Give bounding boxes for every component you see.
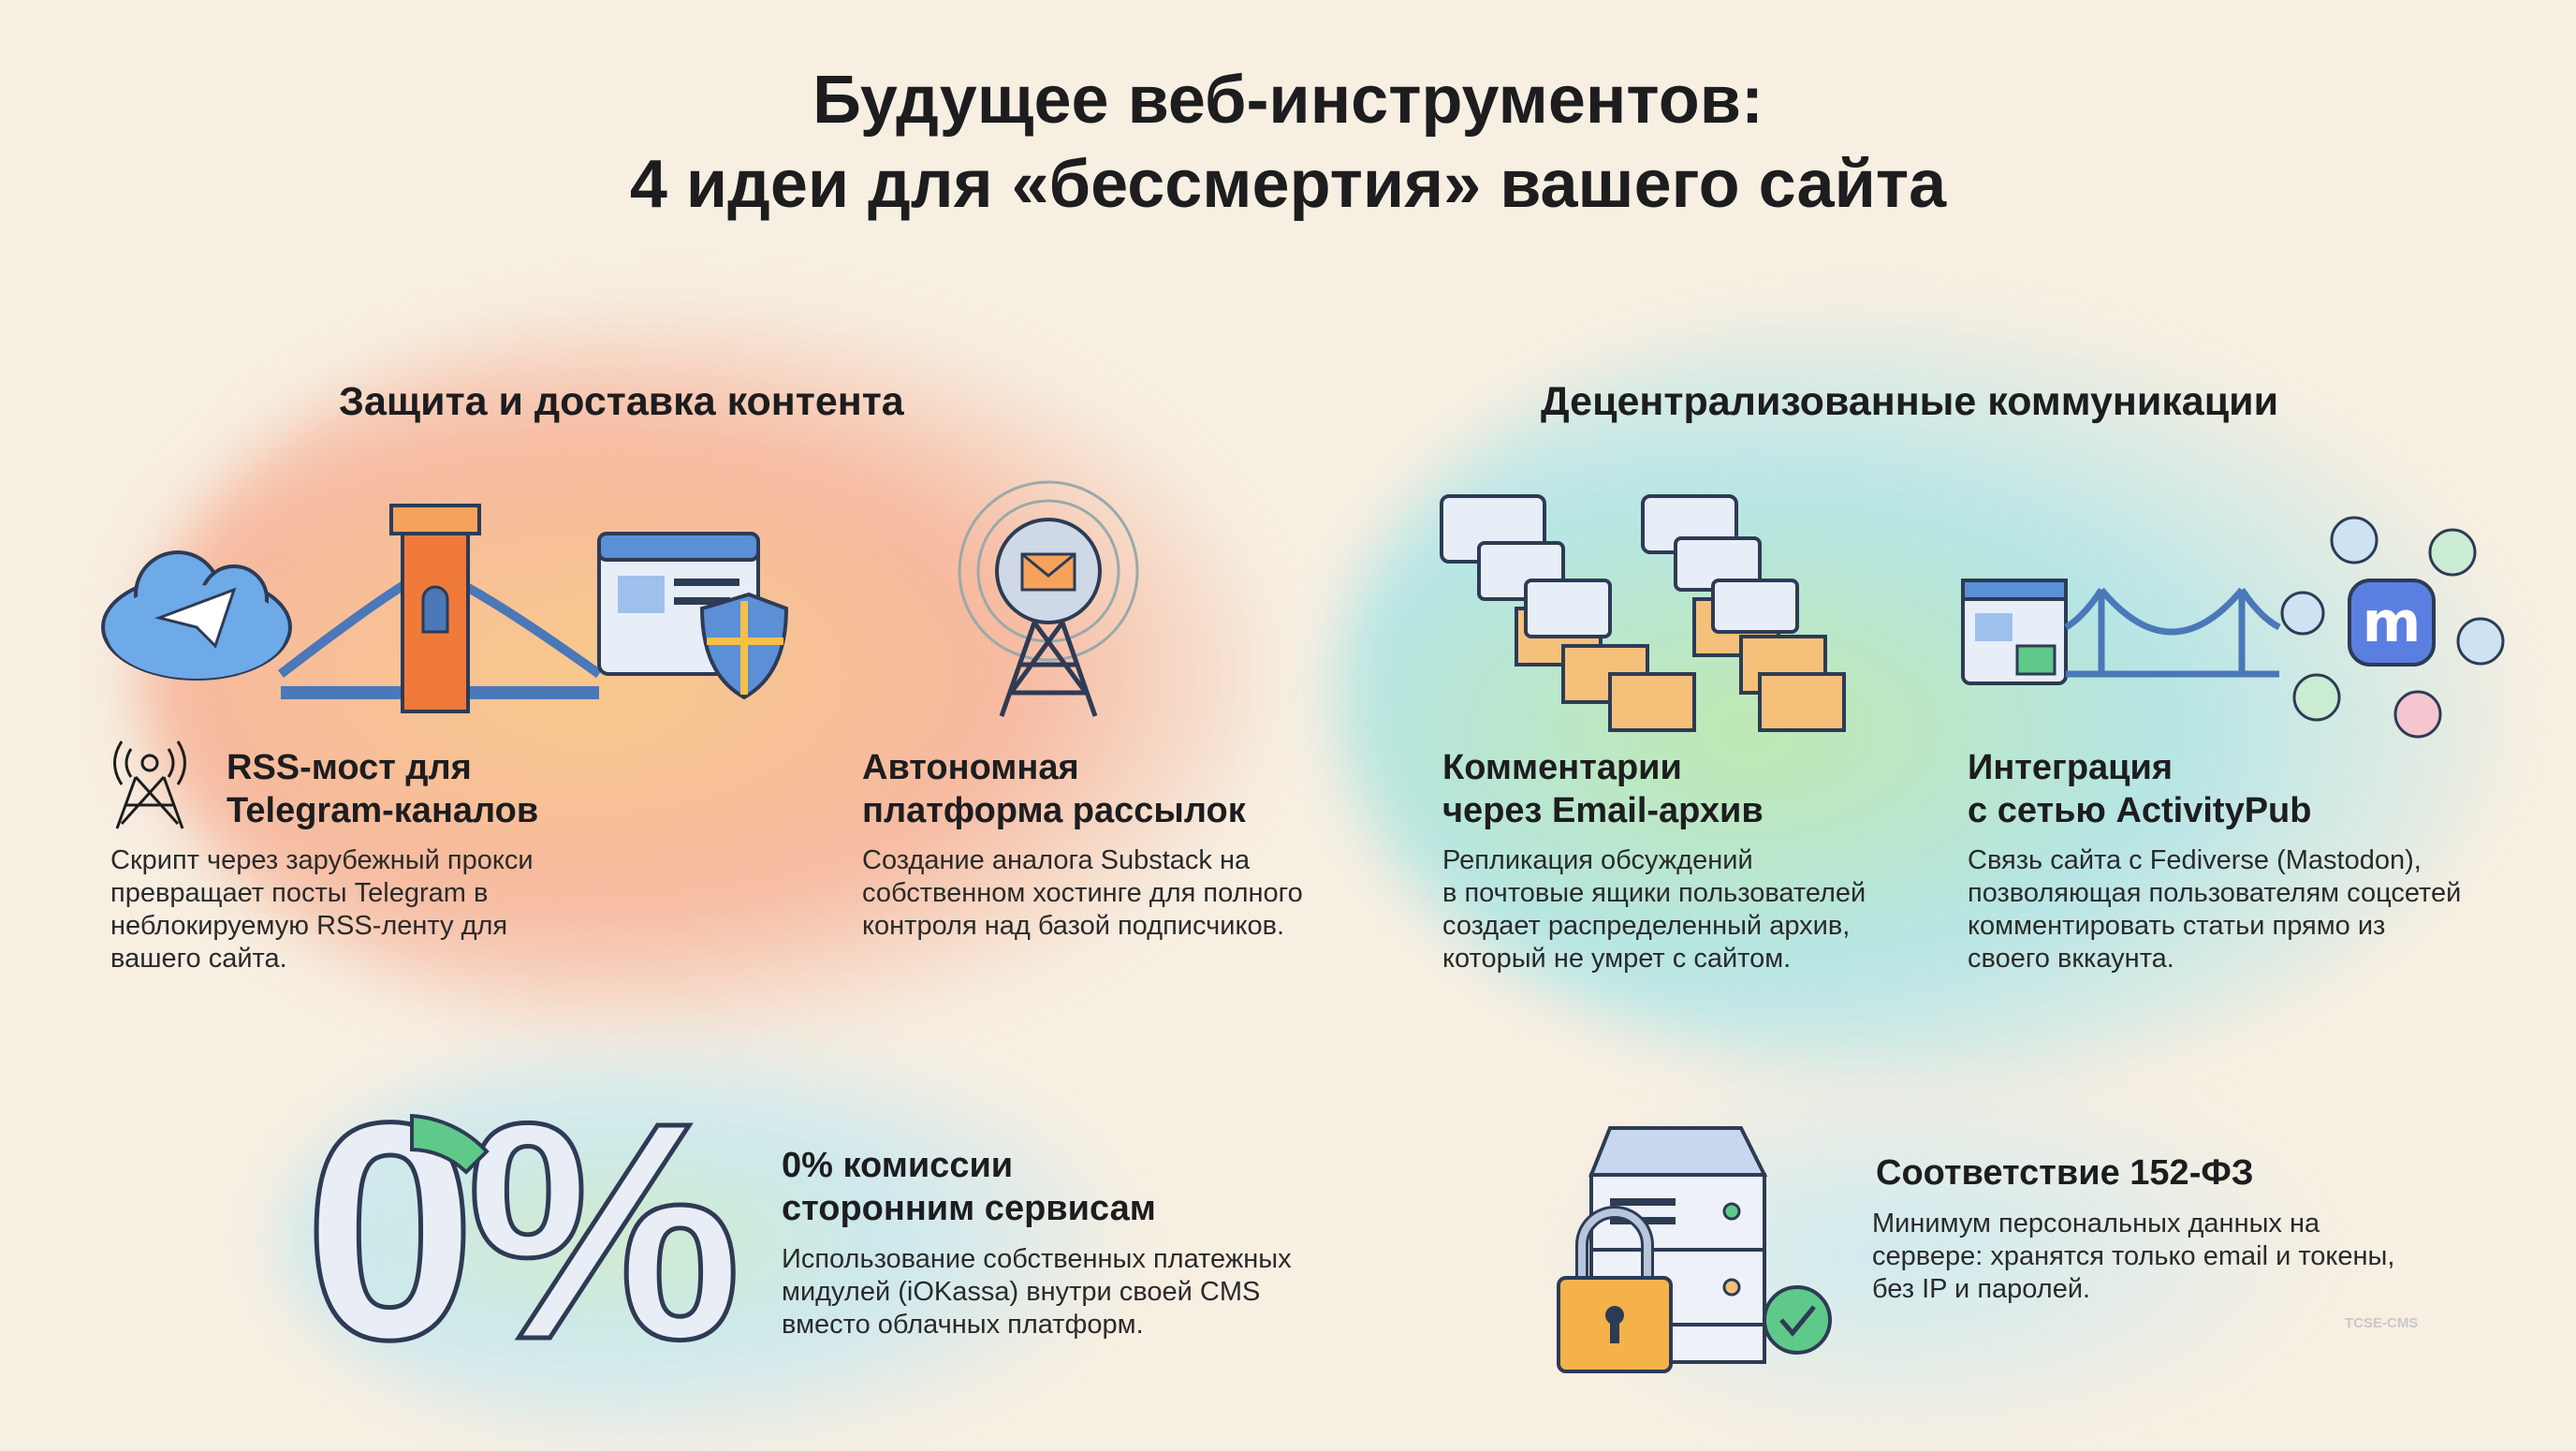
body-line: Связь сайта с Fediverse (Mastodon),	[1968, 845, 2422, 875]
section-heading-left: Защита и доставка контента	[339, 379, 904, 424]
body-line: комментировать статьи прямо из	[1968, 911, 2386, 941]
compliance-title: Соответствие 152-ФЗ	[1876, 1153, 2254, 1193]
card-title-line: 0% комиссии	[782, 1146, 1014, 1185]
body-line: вашего сайта.	[110, 944, 287, 974]
mail-tower-illustration	[958, 480, 1139, 717]
body-line: без IP и паролей.	[1872, 1274, 2091, 1304]
body-line: Репликация обсуждений	[1442, 845, 1753, 875]
cloud-telegram-icon	[101, 550, 292, 681]
card-title-line: Автономная	[862, 748, 1079, 787]
compliance-body: Минимум персональных данных на сервере: х…	[1872, 1208, 2394, 1306]
card-title-line: Telegram-каналов	[227, 791, 539, 830]
svg-text:m: m	[2363, 590, 2422, 655]
card-title-line: платформа рассылок	[862, 791, 1246, 830]
zero-percent-slice	[410, 1113, 490, 1175]
antenna-icon	[113, 740, 186, 829]
card-title-email-archive: Комментарии через Email-архив	[1442, 746, 1764, 832]
tower-icon	[389, 504, 481, 713]
card-title-newsletter: Автономная платформа рассылок	[862, 746, 1246, 832]
card-title-activitypub: Интеграция с сетью ActivityPub	[1968, 746, 2311, 832]
page-title: Будущее веб-инструментов: 4 идеи для «бес…	[0, 58, 2576, 227]
big-zero-percent: 0%	[302, 1058, 744, 1403]
section-heading-right: Децентрализованные коммуникации	[1541, 379, 2279, 424]
body-line: контроля над базой подписчиков.	[862, 911, 1285, 941]
watermark: TCSE-CMS	[2345, 1315, 2419, 1331]
body-line: вместо облачных платформ.	[782, 1310, 1144, 1340]
body-line: собственном хостинге для полного	[862, 878, 1303, 908]
card-title-line: с сетью ActivityPub	[1968, 791, 2312, 830]
card-title-line: Комментарии	[1442, 748, 1682, 787]
title-line-1: Будущее веб-инструментов:	[812, 63, 1764, 138]
card-title-line: сторонним сервисам	[782, 1189, 1156, 1228]
activitypub-illustration: m	[1961, 516, 2505, 739]
body-line: создает распределенный архив,	[1442, 911, 1851, 941]
user-avatar-icons	[2280, 516, 2505, 739]
body-line: Скрипт через зарубежный прокси	[110, 845, 534, 875]
title-line-2: 4 идеи для «бессмертия» вашего сайта	[629, 147, 1947, 222]
email-archive-illustration	[1440, 494, 1846, 732]
mastodon-icon: m	[2348, 579, 2436, 667]
body-line: который не умрет с сайтом.	[1442, 944, 1792, 974]
telegram-bridge-illustration	[101, 504, 789, 713]
card-title-line: RSS-мост для	[227, 748, 472, 787]
card-title-line: через Email-архив	[1442, 791, 1764, 830]
body-line: позволяющая пользователям соцсетей	[1968, 878, 2462, 908]
card-title-line: Интеграция	[1968, 748, 2174, 787]
body-line: превращает посты Telegram в	[110, 878, 489, 908]
browser-shield-icon	[597, 532, 789, 700]
body-line: сервере: хранятся только email и токены,	[1872, 1241, 2395, 1271]
body-line: Использование собственных платежных	[782, 1244, 1292, 1274]
body-line: Создание аналога Substack на	[862, 845, 1251, 875]
body-line: Минимум персональных данных на	[1872, 1209, 2320, 1238]
body-line: в почтовые ящики пользователей	[1442, 878, 1866, 908]
bg-blob-bottom-left	[281, 1030, 1123, 1451]
body-line: своего вккаунта.	[1968, 944, 2174, 974]
commission-title: 0% комиссии сторонним сервисам	[782, 1144, 1156, 1230]
server-lock-illustration	[1557, 1126, 1832, 1373]
body-line: мидулей (iOKassa) внутри своей CMS	[782, 1277, 1261, 1307]
body-line: неблокируемую RSS-ленту для	[110, 911, 508, 941]
card-body-activitypub: Связь сайта с Fediverse (Mastodon),позво…	[1968, 844, 2461, 975]
